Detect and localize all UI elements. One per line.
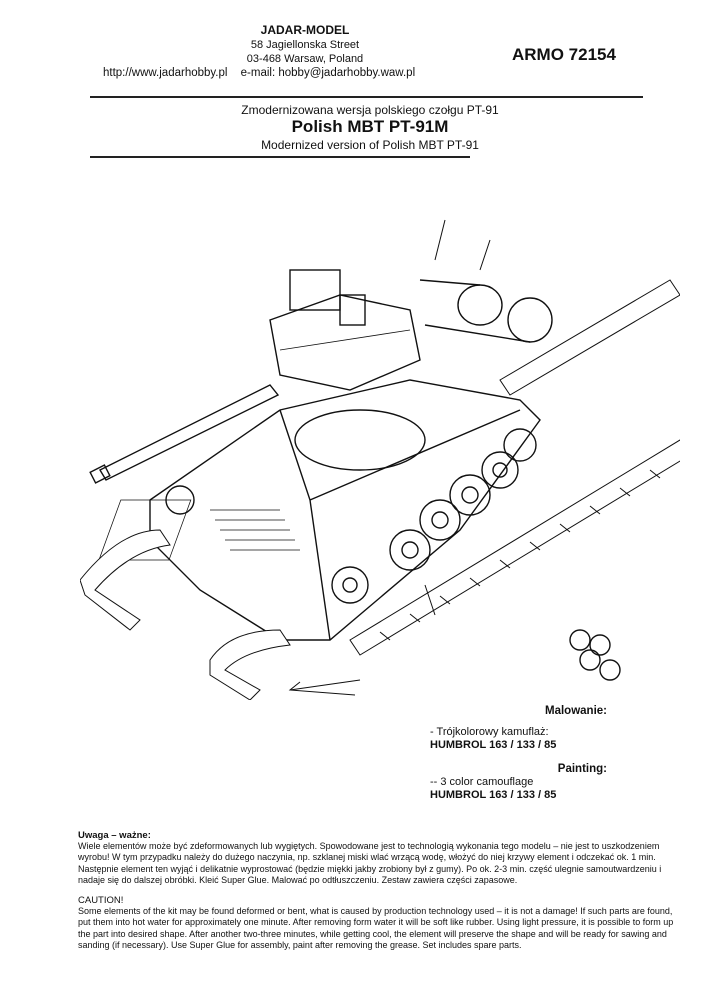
english-notes-heading: CAUTION! bbox=[78, 895, 124, 906]
page-title: Polish MBT PT-91M bbox=[291, 117, 449, 136]
tank-assembly-drawing bbox=[80, 219, 680, 700]
english-notes: CAUTION! Some elements of the kit may be… bbox=[78, 895, 678, 951]
company-city: 03-468 Warsaw, Poland bbox=[246, 53, 364, 65]
engine-grille bbox=[98, 499, 300, 561]
painting-scheme-pl: - Trójkolorowy kamuflaż: bbox=[430, 726, 549, 738]
track-left bbox=[80, 529, 291, 700]
painting-colors-en: HUMBROL 163 / 133 / 85 bbox=[430, 789, 557, 801]
kit-code: ARMO 72154 bbox=[512, 45, 616, 64]
polish-notes: Uwaga – ważne: Wiele elementów może być … bbox=[78, 830, 678, 886]
spare-parts bbox=[569, 629, 621, 681]
painting-scheme-en: -- 3 color camouflage bbox=[430, 776, 534, 788]
divider bbox=[90, 96, 643, 98]
painting-heading-en: Painting: bbox=[557, 763, 607, 775]
assembly-arrows bbox=[288, 219, 491, 696]
polish-subtitle: Zmodernizowana wersja polskiego czołgu P… bbox=[241, 103, 499, 117]
divider bbox=[90, 156, 470, 158]
turret bbox=[269, 269, 421, 391]
fuel-drums bbox=[419, 279, 553, 343]
contact-line: http://www.jadarhobby.pl e-mail: hobby@j… bbox=[103, 67, 425, 79]
website-link[interactable]: http://www.jadarhobby.pl bbox=[103, 67, 228, 79]
gun-barrel bbox=[89, 384, 280, 484]
english-notes-text: Some elements of the kit may be found de… bbox=[78, 906, 674, 950]
hull bbox=[149, 379, 541, 641]
company-street: 58 Jagiellonska Street bbox=[250, 39, 360, 51]
polish-notes-text: Wiele elementów może być zdeformowanych … bbox=[78, 841, 662, 885]
english-subtitle: Modernized version of Polish MBT PT-91 bbox=[261, 138, 479, 152]
road-wheels bbox=[165, 428, 537, 604]
company-name: JADAR-MODEL bbox=[260, 23, 350, 37]
email-link[interactable]: e-mail: hobby@jadarhobby.waw.pl bbox=[240, 67, 416, 79]
painting-colors-pl: HUMBROL 163 / 133 / 85 bbox=[430, 739, 557, 751]
polish-notes-heading: Uwaga – ważne: bbox=[78, 830, 151, 841]
painting-heading-pl: Malowanie: bbox=[545, 705, 607, 717]
track-right bbox=[349, 279, 680, 656]
